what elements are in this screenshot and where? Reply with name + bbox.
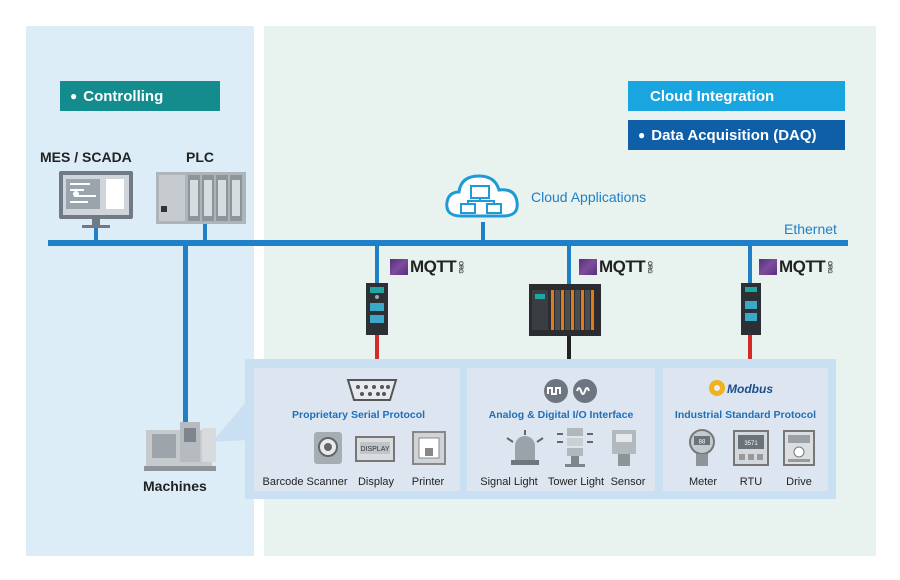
controlling-label: Controlling xyxy=(83,87,164,105)
io-link xyxy=(567,335,571,359)
tower-light-icon xyxy=(557,428,593,467)
device-label: Display xyxy=(357,476,395,488)
machines-line xyxy=(183,245,188,425)
daq-label: Data Acquisition (DAQ) xyxy=(651,126,817,144)
device-label: Printer xyxy=(411,476,445,488)
cloud-integration-tag: Cloud Integration xyxy=(628,81,845,111)
modbus-logo-text: Modbus xyxy=(727,382,773,396)
plc-icon xyxy=(156,172,246,224)
cloud-icon xyxy=(445,174,519,218)
device-label: Sensor xyxy=(610,476,646,488)
mes-drop-line xyxy=(94,224,98,242)
sensor-icon xyxy=(612,430,636,466)
plc-label: PLC xyxy=(186,149,214,165)
cnc-machine-icon xyxy=(144,422,216,471)
mqtt-text: MQTT xyxy=(599,257,646,276)
serial-link xyxy=(375,333,379,359)
meter-readout-text: 88 xyxy=(699,440,706,446)
signal-light-icon xyxy=(506,430,544,465)
mes-scada-monitor-icon xyxy=(59,171,133,228)
modbus-link xyxy=(748,333,752,359)
io-group: Analog & Digital I/O Interface Signal Li… xyxy=(467,368,655,491)
gateway1-line xyxy=(375,245,379,283)
mqtt-text: MQTT xyxy=(410,257,457,276)
gateway3-line xyxy=(748,245,752,283)
barcode-scanner-icon xyxy=(314,432,342,464)
mqtt-mark-icon xyxy=(579,259,597,275)
rtu-readout-text: 3571 xyxy=(744,441,758,447)
cloud-drop-line xyxy=(481,222,485,242)
mqtt-mark-icon xyxy=(390,259,408,275)
rtu-icon: 3571 xyxy=(733,430,769,466)
modbus-group: Modbus Industrial Standard Protocol 88 3… xyxy=(663,368,828,491)
cloud-applications-label: Cloud Applications xyxy=(531,189,647,205)
device-label: Barcode Scanner xyxy=(262,476,348,488)
controlling-tag: ● Controlling xyxy=(60,81,220,111)
group-title: Industrial Standard Protocol xyxy=(674,409,817,421)
serial-gateway-icon xyxy=(366,283,388,335)
drive-icon xyxy=(783,430,815,466)
cloud-integration-label: Cloud Integration xyxy=(650,87,775,105)
group-title: Analog & Digital I/O Interface xyxy=(488,409,634,421)
ethernet-label: Ethernet xyxy=(784,221,837,237)
device-label: Signal Light xyxy=(480,476,538,488)
daq-tag: ● Data Acquisition (DAQ) xyxy=(628,120,845,150)
gateway2-line xyxy=(567,245,571,285)
modbus-logo-icon: Modbus xyxy=(709,380,773,396)
bullet-icon: ● xyxy=(638,128,646,142)
device-label: RTU xyxy=(739,476,763,488)
display-icon: DISPLAY xyxy=(355,436,395,462)
mqtt-org-text: ORG xyxy=(457,260,464,274)
ethernet-bus xyxy=(48,240,848,246)
machines-label: Machines xyxy=(143,478,207,494)
mqtt-org-text: ORG xyxy=(646,260,653,274)
modbus-gateway-icon xyxy=(741,283,761,335)
mqtt-text: MQTT xyxy=(779,257,826,276)
device-label: Tower Light xyxy=(547,476,605,488)
io-controller-icon xyxy=(529,284,601,336)
device-label: Drive xyxy=(786,476,812,488)
printer-icon xyxy=(412,431,446,465)
group-title: Proprietary Serial Protocol xyxy=(292,409,426,421)
mqtt-org-text: ORG xyxy=(826,260,833,274)
serial-group: Proprietary Serial Protocol DISPLAY Barc… xyxy=(254,368,460,491)
mes-scada-label: MES / SCADA xyxy=(40,149,132,165)
meter-icon: 88 xyxy=(689,429,715,466)
db9-serial-port-icon xyxy=(346,379,398,401)
callout-pointer xyxy=(212,400,248,442)
signal-wave-icon xyxy=(544,379,597,403)
display-screen-text: DISPLAY xyxy=(360,446,389,453)
mqtt-mark-icon xyxy=(759,259,777,275)
bullet-icon: ● xyxy=(70,89,78,103)
plc-drop-line xyxy=(203,222,207,242)
device-label: Meter xyxy=(688,476,718,488)
